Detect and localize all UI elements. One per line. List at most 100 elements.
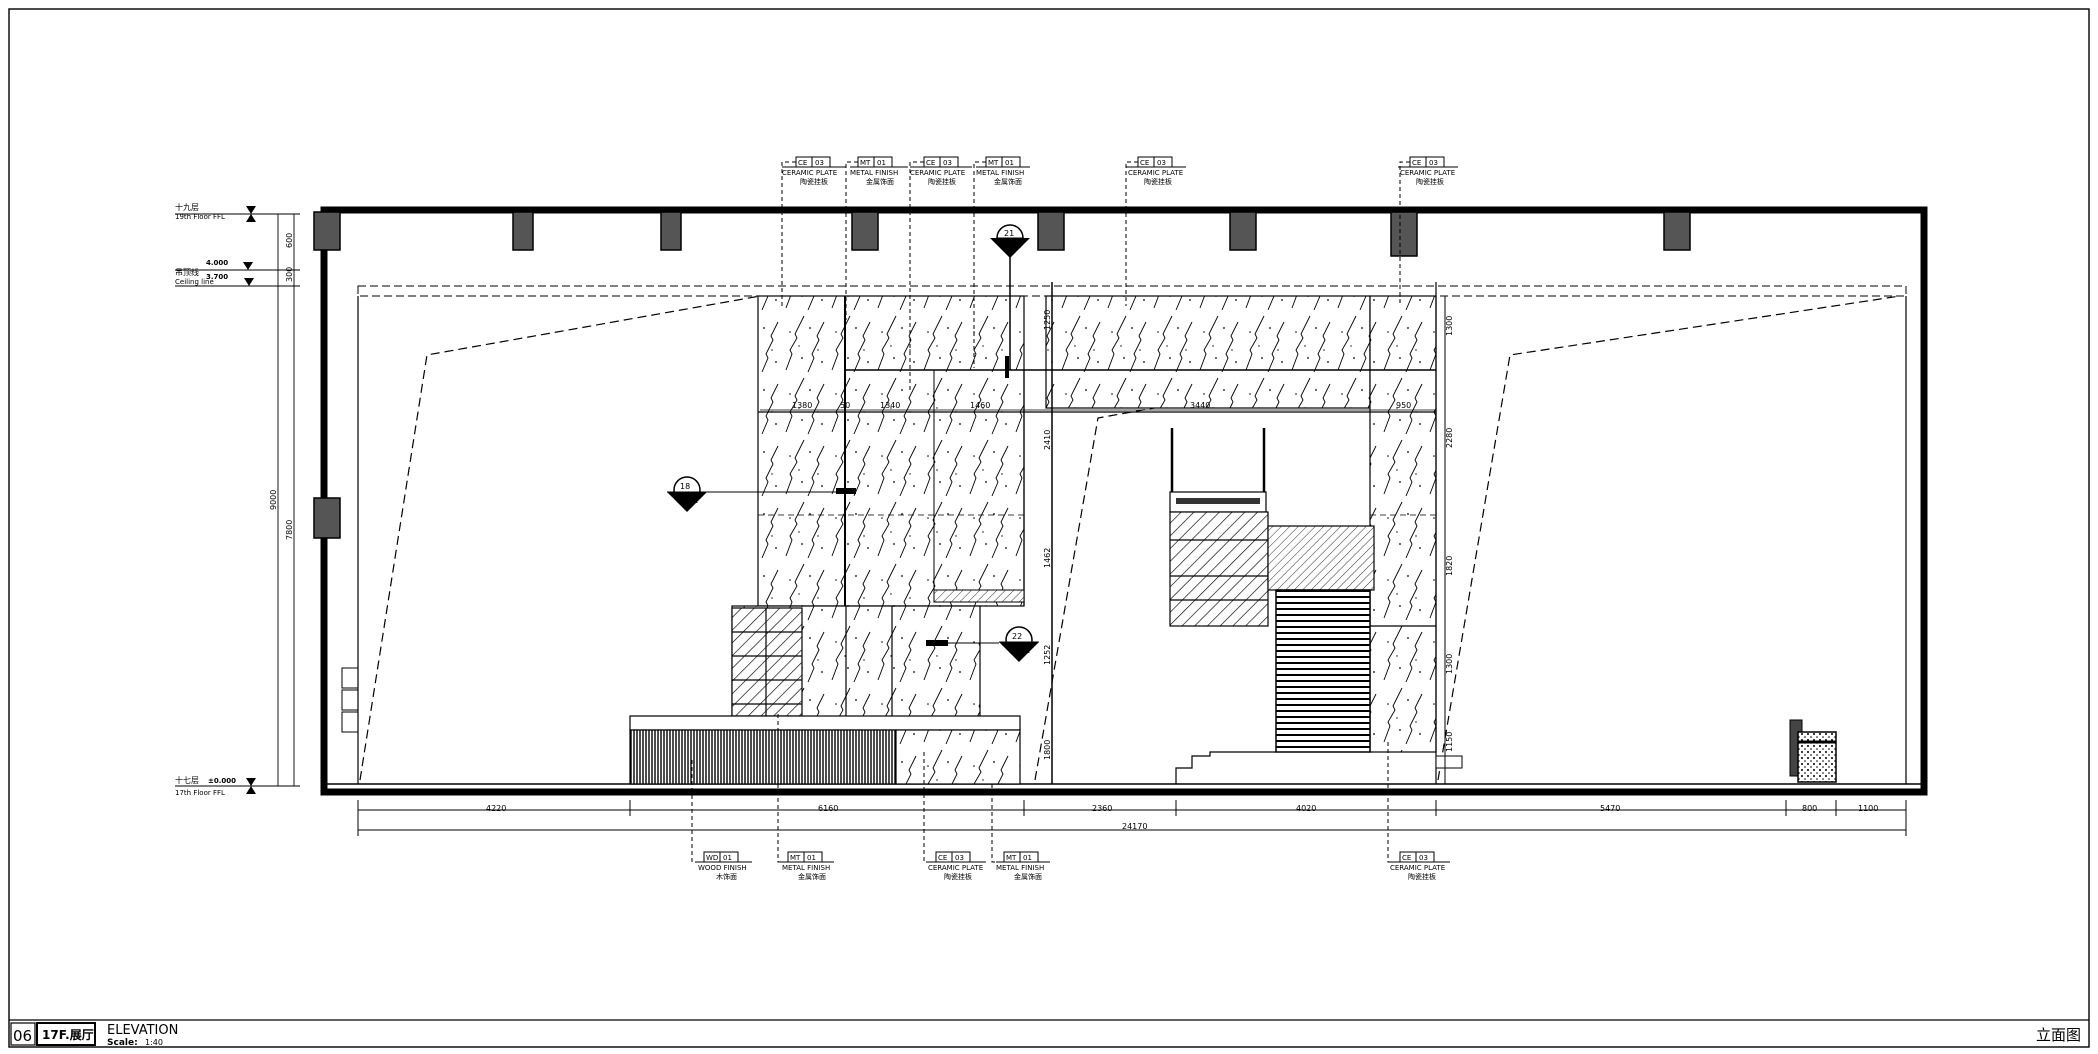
callout-num: 03: [955, 854, 964, 862]
callout-cn: 木饰面: [716, 872, 737, 881]
dim-label: 800: [1802, 804, 1817, 813]
callout-en: CERAMIC PLATE: [1128, 169, 1183, 177]
callout-num: 03: [815, 159, 824, 167]
level-label-en: Ceiling line: [175, 278, 214, 286]
callout-cn: 陶瓷挂板: [1144, 177, 1172, 186]
callout-num: 03: [1419, 854, 1428, 862]
section-mark-sheet: DE-11: [1009, 647, 1030, 655]
dim-label: 1820: [1445, 556, 1454, 576]
level-markers: 十九层 19th Floor FFL 吊顶线 Ceiling line 4.00…: [175, 202, 300, 797]
callout-code: CE: [938, 854, 947, 862]
dim-label: 1300: [1445, 316, 1454, 336]
callout-en: METAL FINISH: [850, 169, 898, 177]
title-block: 06 17F.展厅 ELEVATION Scale: 1:40 立面图: [10, 1022, 2081, 1048]
dim-label: 9000: [269, 490, 278, 510]
dim-label: 1460: [970, 401, 990, 410]
callout-code: MT: [790, 854, 801, 862]
callout-en: METAL FINISH: [976, 169, 1024, 177]
dim-label: 1380: [792, 401, 812, 410]
sheet-border: [8, 8, 2090, 1048]
ceiling-line: [357, 285, 1907, 297]
callout-cn: 金属饰面: [994, 177, 1022, 186]
stair-profile: [1175, 751, 1276, 784]
section-mark-22: 22 DE-11: [940, 626, 1039, 662]
callout-en: METAL FINISH: [996, 864, 1044, 872]
callout-code: MT: [1006, 854, 1017, 862]
marble-right-column: [1369, 295, 1437, 753]
dim-label: 1250: [1043, 310, 1052, 330]
callout-code: CE: [1412, 159, 1421, 167]
dim-label: 1252: [1043, 645, 1052, 665]
dim-label: 2360: [1092, 804, 1112, 813]
callout-num: 01: [807, 854, 816, 862]
level-elevation: 3.700: [206, 273, 228, 281]
bottom-callouts: WD 01 WOOD FINISH 木饰面 MT 01 METAL FINISH…: [691, 714, 1450, 881]
marble-upper-band: [1045, 295, 1371, 409]
callout-cn: 金属饰面: [1014, 872, 1042, 881]
callout-code: CE: [926, 159, 935, 167]
dim-label: 1800: [1043, 740, 1052, 760]
cn-drawing-title: 立面图: [2036, 1026, 2081, 1044]
inner-vertical-dims: 1250 2410 1462 1252 1800 1300 2280 1820 …: [1043, 310, 1454, 760]
callout-cn: 陶瓷挂板: [800, 177, 828, 186]
callout-cn: 陶瓷挂板: [928, 177, 956, 186]
callout-en: CERAMIC PLATE: [1400, 169, 1455, 177]
dim-label: 2410: [1043, 430, 1052, 450]
dim-label: 2280: [1445, 428, 1454, 448]
callout-cn: 金属饰面: [866, 177, 894, 186]
dim-label: 300: [285, 267, 294, 282]
callout-num: 01: [877, 159, 886, 167]
striped-shelf-unit: [1275, 589, 1371, 753]
scale-value: 1:40: [145, 1038, 163, 1047]
callout-cn: 陶瓷挂板: [944, 872, 972, 881]
dim-label: 4220: [486, 804, 506, 813]
callout-code: MT: [860, 159, 871, 167]
hatched-display-panel: [1169, 511, 1269, 627]
callout-code: CE: [1140, 159, 1149, 167]
section-mark-num: 22: [1012, 632, 1022, 641]
callout-cn: 陶瓷挂板: [1416, 177, 1444, 186]
bottom-dimension-chain: [357, 800, 1907, 836]
level-label-cn: 吊顶线: [175, 267, 199, 277]
callout-en: CERAMIC PLATE: [910, 169, 965, 177]
section-mark-num: 18: [680, 482, 690, 491]
section-mark-sheet: DE-11: [1000, 242, 1021, 250]
callout-en: CERAMIC PLATE: [928, 864, 983, 872]
callout-code: MT: [988, 159, 999, 167]
callout-code: CE: [1402, 854, 1411, 862]
dim-label: 4020: [1296, 804, 1316, 813]
callout-num: 03: [943, 159, 952, 167]
dim-label: 600: [285, 233, 294, 248]
wood-counter: [629, 729, 897, 785]
callout-en: WOOD FINISH: [698, 864, 747, 872]
left-vertical-dims: [272, 213, 300, 787]
dim-label: 1462: [1043, 548, 1052, 568]
scale-label: Scale:: [107, 1038, 138, 1048]
top-callouts: CE 03 CERAMIC PLATE 陶瓷挂板 MT 01 METAL FIN…: [781, 156, 1458, 390]
section-mark-21: 21 DE-11: [990, 224, 1030, 370]
callout-en: METAL FINISH: [782, 864, 830, 872]
section-mark-num: 21: [1004, 229, 1014, 238]
dim-label: 7800: [285, 520, 294, 540]
dim-label: 1340: [880, 401, 900, 410]
callout-num: 01: [1005, 159, 1014, 167]
overall-dim-label: 24170: [1122, 822, 1147, 831]
dim-label: 3440: [1190, 401, 1210, 410]
level-label-cn: 十七层: [175, 775, 199, 785]
dim-label: 1300: [1445, 654, 1454, 674]
callout-num: 03: [1157, 159, 1166, 167]
level-elevation: 4.000: [206, 259, 228, 267]
side-cabinet: [1797, 731, 1837, 783]
level-label-cn: 十九层: [175, 202, 199, 212]
callout-code: WD: [706, 854, 718, 862]
dim-label: 5470: [1600, 804, 1620, 813]
dim-label: 6160: [818, 804, 838, 813]
inner-horizontal-dims: 1380 50 1340 1460 3440 950: [792, 401, 1411, 410]
dim-label: 950: [1396, 401, 1411, 410]
wall-switch-panel: [341, 667, 359, 733]
callout-num: 03: [1429, 159, 1438, 167]
display-niches: [731, 607, 803, 717]
dim-label: 50: [840, 401, 850, 410]
marble-feature-wall: [757, 295, 1025, 607]
